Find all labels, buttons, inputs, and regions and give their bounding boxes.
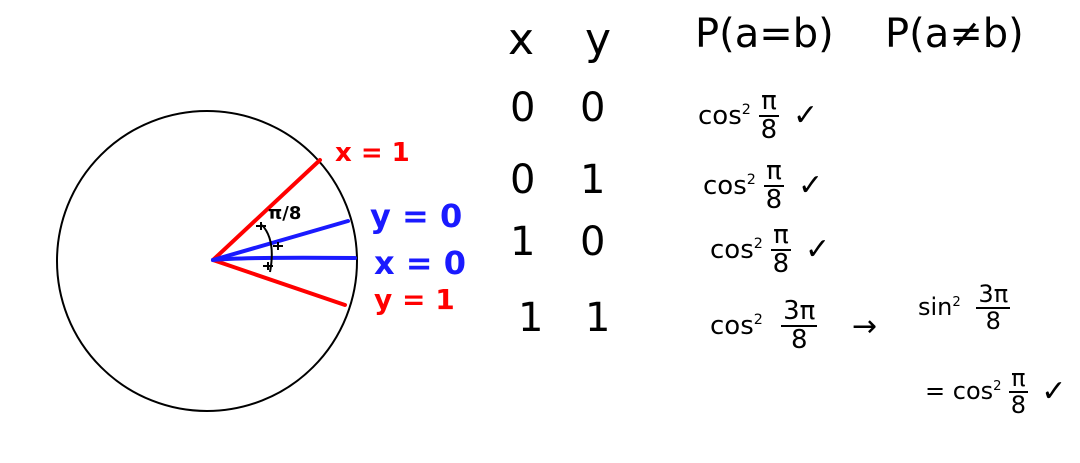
label-y-eq-0: y = 0 <box>370 197 463 235</box>
row-3-num: π <box>771 220 791 252</box>
row-2-func: cos <box>703 170 747 201</box>
row-4-y: 1 <box>585 295 611 341</box>
row-2-prob: cos2 π 8 ✓ <box>703 156 824 216</box>
row-1-check-icon: ✓ <box>793 98 819 134</box>
row-1-y: 0 <box>580 85 606 131</box>
angle-arc <box>261 224 273 273</box>
equals-sign: = <box>925 377 946 406</box>
header-y: y <box>585 14 612 65</box>
header-p-equal: P(a=b) <box>695 11 834 57</box>
row-1-func: cos <box>698 100 742 131</box>
row-3-func: cos <box>710 234 754 265</box>
label-angle: π/8 <box>268 203 302 224</box>
row-4-prob: cos2 3π 8 <box>710 296 818 356</box>
row-1-x: 0 <box>510 85 536 131</box>
row-2-pow: 2 <box>746 172 756 189</box>
row-1-pow: 2 <box>741 102 751 119</box>
alt-pow: 2 <box>952 295 961 311</box>
equals-den: 8 <box>1010 391 1027 420</box>
unit-circle <box>56 110 358 412</box>
equals-expression: = cos2 π 8 ✓ <box>925 364 1067 420</box>
row-1-den: 8 <box>760 115 778 146</box>
header-x: x <box>508 14 535 65</box>
row-4-func: cos <box>710 310 754 341</box>
row-2-y: 1 <box>580 157 606 203</box>
alt-fraction: 3π 8 <box>976 280 1011 336</box>
equals-num: π <box>1009 364 1028 394</box>
alt-func: sin <box>918 293 953 322</box>
row-3-den: 8 <box>772 249 790 280</box>
equals-pow: 2 <box>993 379 1002 395</box>
row-4-pow: 2 <box>753 312 763 329</box>
x1-ray <box>211 158 322 262</box>
y1-ray <box>211 258 347 307</box>
label-x-eq-1: x = 1 <box>335 138 410 168</box>
row-2-check-icon: ✓ <box>798 168 824 204</box>
row-2-fraction: π 8 <box>764 156 784 216</box>
equals-fraction: π 8 <box>1009 364 1028 420</box>
x0-ray <box>211 255 357 262</box>
row-2-num: π <box>764 156 784 188</box>
equals-check-icon: ✓ <box>1041 374 1067 410</box>
row-2-x: 0 <box>510 157 536 203</box>
row-4-fraction: 3π 8 <box>781 296 818 356</box>
y0-ray <box>211 219 350 262</box>
tick-mark <box>273 242 283 250</box>
row-3-y: 0 <box>580 219 606 265</box>
row-3-prob: cos2 π 8 ✓ <box>710 220 831 280</box>
label-x-eq-0: x = 0 <box>374 244 466 282</box>
equals-func: cos <box>952 377 994 406</box>
tick-mark <box>256 222 266 230</box>
row-1-fraction: π 8 <box>759 86 779 146</box>
row-4-num: 3π <box>781 296 818 328</box>
row-3-check-icon: ✓ <box>805 232 831 268</box>
alt-den: 8 <box>985 307 1001 336</box>
row-4-den: 8 <box>790 325 808 356</box>
row-4-x: 1 <box>518 295 544 341</box>
row-1-prob: cos2 π 8 ✓ <box>698 86 819 146</box>
row-3-x: 1 <box>510 219 536 265</box>
alt-expression: sin2 3π 8 <box>918 280 1011 336</box>
alt-num: 3π <box>976 280 1011 310</box>
row-3-pow: 2 <box>753 236 763 253</box>
label-y-eq-1: y = 1 <box>374 283 455 316</box>
tick-mark <box>263 262 273 270</box>
arrow: → <box>852 309 878 344</box>
row-2-den: 8 <box>765 185 783 216</box>
row-3-fraction: π 8 <box>771 220 791 280</box>
row-1-num: π <box>759 86 779 118</box>
header-p-not-equal: P(a≠b) <box>885 11 1024 57</box>
